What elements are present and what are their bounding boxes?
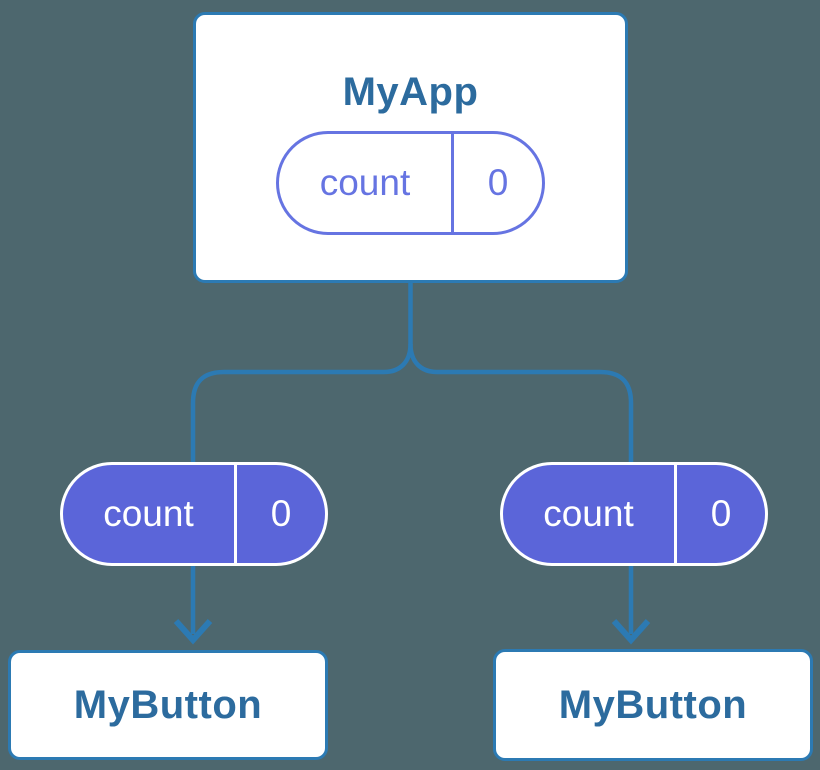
state-value: 0 — [710, 493, 732, 534]
node-title-myapp: MyApp — [342, 70, 479, 114]
state-value: 0 — [487, 162, 509, 203]
node-title-mybutton-right: MyButton — [558, 682, 748, 727]
arrowhead-right-icon — [611, 618, 651, 645]
pill-divider — [234, 465, 237, 563]
component-node-mybutton-right: MyButton — [493, 649, 813, 761]
state-pill-right-child: count 0 — [500, 462, 768, 566]
state-value: 0 — [270, 493, 292, 534]
arrowhead-left-icon — [173, 618, 213, 645]
pill-divider — [674, 465, 677, 563]
connector-branch-left — [190, 343, 413, 634]
state-name-label: count — [543, 493, 634, 534]
state-name-label: count — [103, 493, 194, 534]
pill-divider — [451, 134, 454, 232]
state-name-label: count — [319, 162, 411, 203]
component-node-mybutton-left: MyButton — [8, 650, 328, 760]
state-pill-left-child: count 0 — [60, 462, 328, 566]
component-node-myapp: MyApp count 0 — [193, 12, 628, 283]
node-title-mybutton-left: MyButton — [73, 682, 263, 727]
state-pill-myapp: count 0 — [276, 131, 545, 235]
connector-branch-right — [408, 343, 634, 634]
